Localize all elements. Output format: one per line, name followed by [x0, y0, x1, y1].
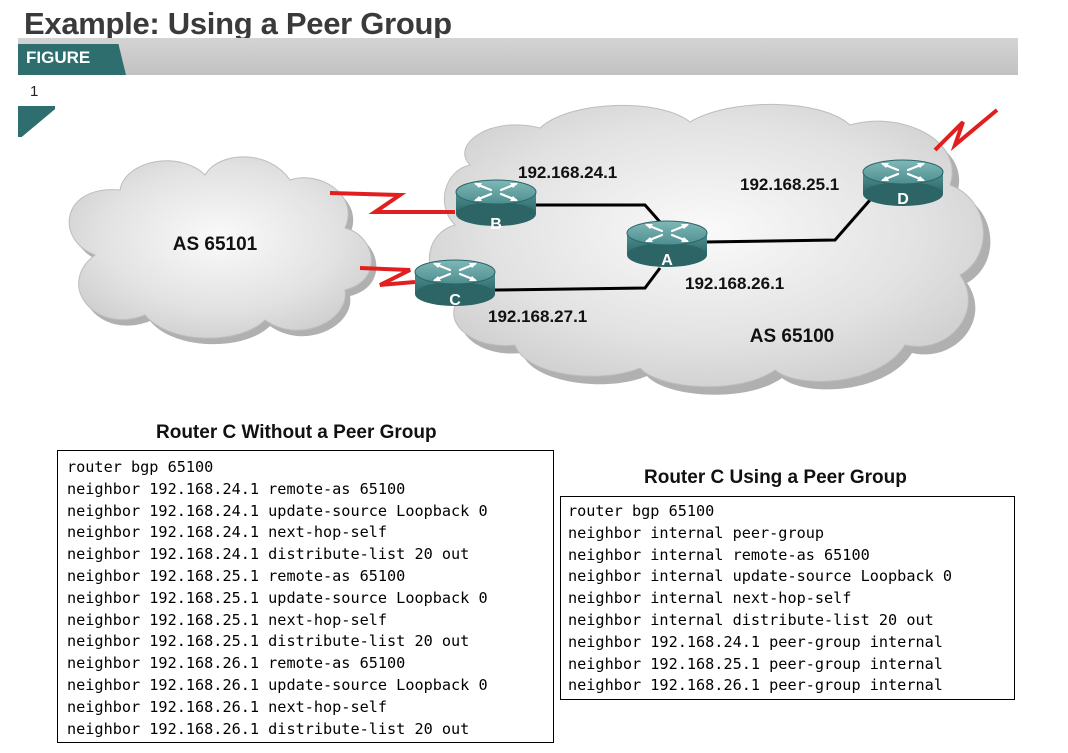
router-d: D — [861, 158, 945, 208]
left-config-line: neighbor 192.168.25.1 next-hop-self — [67, 610, 388, 629]
router-d-label: D — [897, 191, 909, 208]
right-config-line: neighbor internal peer-group — [568, 523, 825, 542]
wan-link-b — [329, 191, 455, 214]
address-d-label: 192.168.25.1 — [740, 175, 839, 194]
left-config-line: neighbor 192.168.26.1 update-source Loop… — [67, 675, 488, 694]
right-panel-caption: Router C Using a Peer Group — [644, 467, 907, 488]
address-b-label: 192.168.24.1 — [518, 163, 617, 182]
as-right-label: AS 65100 — [750, 326, 835, 347]
right-config-line: router bgp 65100 — [568, 502, 715, 520]
as-left-label: AS 65101 — [173, 234, 258, 255]
left-config-line: neighbor 192.168.25.1 update-source Loop… — [67, 588, 488, 607]
router-a: A — [625, 219, 709, 269]
left-config-panel: router bgp 65100 neighbor 192.168.24.1 r… — [57, 450, 554, 743]
right-config-line: neighbor 192.168.26.1 peer-group interna… — [568, 676, 943, 695]
right-config-line: neighbor internal distribute-list 20 out — [568, 610, 934, 629]
router-b: B — [454, 178, 538, 233]
wan-link-d — [933, 108, 999, 152]
right-config-line: neighbor internal remote-as 65100 — [568, 545, 870, 564]
router-a-label: A — [661, 252, 673, 269]
figure-tab: FIGURE — [18, 44, 126, 75]
wan-link-c — [359, 266, 416, 287]
left-config-line: neighbor 192.168.24.1 distribute-list 20… — [67, 545, 470, 564]
wan-links — [329, 108, 999, 287]
link-b-a — [535, 203, 662, 223]
left-panel-caption: Router C Without a Peer Group — [156, 422, 437, 443]
right-config-line: neighbor internal next-hop-self — [568, 589, 852, 608]
left-config-line: neighbor 192.168.26.1 distribute-list 20… — [67, 719, 470, 738]
network-diagram: B A C D AS 65101 AS 65100 192.168.24.1 1… — [68, 103, 999, 395]
router-c: C — [413, 258, 497, 309]
left-cloud — [68, 156, 377, 345]
figure-header-bar — [18, 38, 1018, 75]
right-config-panel: router bgp 65100 neighbor internal peer-… — [560, 496, 1015, 700]
right-config-line: neighbor internal update-source Loopback… — [568, 567, 953, 586]
link-c-a — [494, 267, 662, 292]
left-config-line: neighbor 192.168.24.1 next-hop-self — [67, 523, 388, 542]
left-config-line: neighbor 192.168.26.1 remote-as 65100 — [67, 654, 406, 673]
link-a-d — [704, 199, 872, 244]
router-c-label: C — [449, 292, 461, 309]
page-title: Example: Using a Peer Group — [24, 6, 452, 41]
internal-links — [494, 199, 872, 292]
left-config-line: neighbor 192.168.25.1 distribute-list 20… — [67, 632, 470, 651]
left-config-line: neighbor 192.168.24.1 update-source Loop… — [67, 501, 488, 520]
address-c-label: 192.168.27.1 — [488, 307, 587, 326]
figure-number: 1 — [30, 83, 39, 100]
left-config-line: neighbor 192.168.25.1 remote-as 65100 — [67, 566, 406, 585]
left-config-line: neighbor 192.168.24.1 remote-as 65100 — [67, 479, 406, 498]
left-config-line: neighbor 192.168.26.1 next-hop-self — [67, 697, 388, 716]
right-cloud — [428, 103, 991, 395]
right-config-line: neighbor 192.168.25.1 peer-group interna… — [568, 654, 943, 673]
right-config-line: neighbor 192.168.24.1 peer-group interna… — [568, 632, 943, 651]
left-config-line: router bgp 65100 — [67, 458, 214, 476]
address-a-label: 192.168.26.1 — [685, 274, 784, 293]
router-b-label: B — [490, 216, 502, 233]
